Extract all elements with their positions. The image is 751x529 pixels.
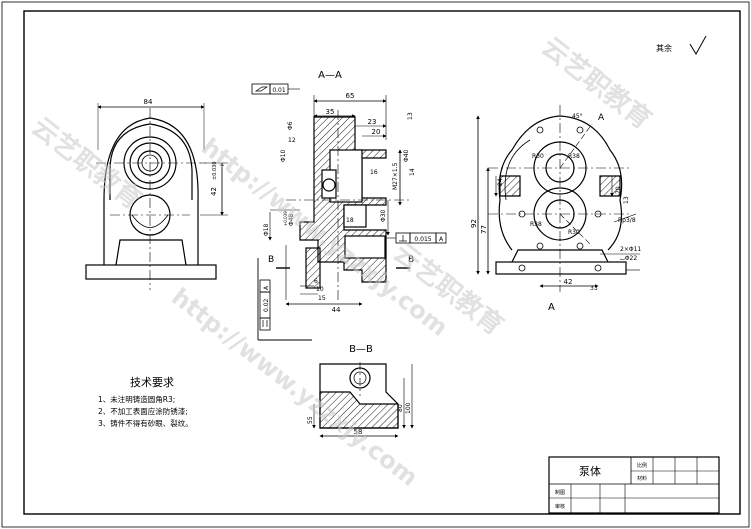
dim-front-height: 42 [210, 187, 218, 196]
dim-aa-thread: M27×1.5 [392, 162, 399, 190]
section-aa-dims [257, 95, 402, 341]
dim-aa-13: 13 [407, 112, 414, 120]
section-bb-view [319, 362, 399, 429]
dim-aa-bottom-6: 6 [314, 278, 318, 285]
roughness-rest-label: 其余 [656, 43, 672, 53]
section-mark-b-right: B [408, 255, 414, 265]
dim-side-42: 42 [564, 278, 573, 286]
tol-parallel-value: 0.02 [263, 298, 270, 312]
dim-side-77: 77 [480, 225, 488, 234]
dim-front-height-tol: ±0.030 [212, 161, 218, 180]
title-material-label: 材料 [637, 475, 647, 482]
tol-flatness-value: 0.01 [272, 87, 286, 94]
dim-aa-dia40: Φ40 [403, 149, 410, 162]
dim-front-width: 84 [144, 98, 153, 106]
dim-aa-dia10: Φ10 [280, 149, 287, 162]
parallelism-frame [259, 279, 271, 331]
dim-aa-35: 35 [326, 108, 335, 116]
dim-bb-80: 80 [397, 404, 404, 412]
side-view [488, 105, 632, 292]
dim-aa-bottom-44: 44 [332, 306, 341, 314]
section-mark-a-top: A [598, 113, 605, 123]
dim-side-20: 20 [615, 186, 622, 194]
section-mark-b-left: B [268, 255, 274, 265]
section-aa-title: A—A [318, 70, 342, 81]
tol-perp-value: 0.015 [414, 236, 431, 243]
dim-bb-55: 55 [307, 416, 314, 424]
dim-side-33: 33 [590, 285, 598, 292]
dim-aa-dia6: Φ6 [287, 121, 294, 130]
side-view-dims [476, 115, 640, 288]
dim-side-13: 13 [623, 196, 630, 204]
dim-side-92: 92 [470, 219, 478, 228]
dim-aa-14: 14 [409, 168, 416, 176]
dim-aa-18: 18 [346, 217, 354, 224]
tech-req-item-1: 1、未注明铸造圆角R3; [98, 394, 175, 404]
dim-aa-dia18: Φ18 [263, 223, 270, 236]
title-checked-label: 审核 [555, 503, 565, 510]
dim-aa-bottom-10: 10 [316, 286, 324, 293]
dim-aa-20: 20 [372, 128, 381, 136]
section-bb-title: B—B [349, 344, 373, 355]
dim-side-holes: 2×Φ11 [620, 246, 641, 253]
dim-side-thread: Rp3/8 [618, 217, 636, 224]
dim-bb-100: 100 [405, 402, 412, 414]
side-view-label-a: A [548, 302, 555, 313]
title-ratio-label: 比例 [637, 462, 647, 469]
title-block [548, 456, 720, 514]
dim-side-r38b: R38 [530, 221, 542, 228]
dim-aa-23: 23 [368, 118, 377, 126]
title-part-name: 泵体 [579, 464, 601, 478]
section-aa-view [286, 110, 412, 300]
dim-aa-16: 16 [370, 169, 378, 176]
tol-perp-datum: A [439, 236, 444, 243]
dim-bb-58: 58 [354, 428, 363, 436]
dim-side-r38: R38 [568, 153, 580, 160]
watermark-brand: 云艺职教育 [536, 31, 658, 135]
dim-side-cbore: ⌴Φ22 [620, 255, 637, 262]
dim-side-r30: R30 [532, 153, 544, 160]
dim-aa-overall: 65 [346, 92, 355, 100]
dim-side-angle: 45° [572, 113, 583, 120]
flatness-frame [251, 83, 300, 95]
watermark-url-2: http://www.yzzxjy.com [166, 283, 423, 492]
dim-aa-dia48: Φ48 [288, 213, 295, 226]
dim-aa-bottom-15: 15 [318, 295, 326, 302]
dim-aa-dia48-tol: +0.039 [283, 211, 288, 226]
dim-aa-dia30: Φ30 [380, 209, 387, 222]
perpendicularity-frame [386, 232, 447, 244]
title-drawn-label: 制图 [555, 489, 565, 496]
front-view [85, 103, 228, 290]
tech-req-item-3: 3、铸件不得有砂眼、裂纹。 [98, 418, 193, 428]
dim-aa-12: 12 [288, 137, 296, 144]
dim-side-r30b: R30 [568, 229, 580, 236]
section-bb-dims [312, 364, 414, 438]
tech-req-title: 技术要求 [130, 376, 174, 389]
tol-parallel-datum: A [263, 285, 270, 290]
roughness-symbol-icon [689, 35, 707, 55]
tech-req-item-2: 2、不加工表面应涂防锈漆; [98, 406, 188, 416]
dim-side-24: 24 [497, 178, 504, 186]
inner-frame [23, 10, 741, 515]
